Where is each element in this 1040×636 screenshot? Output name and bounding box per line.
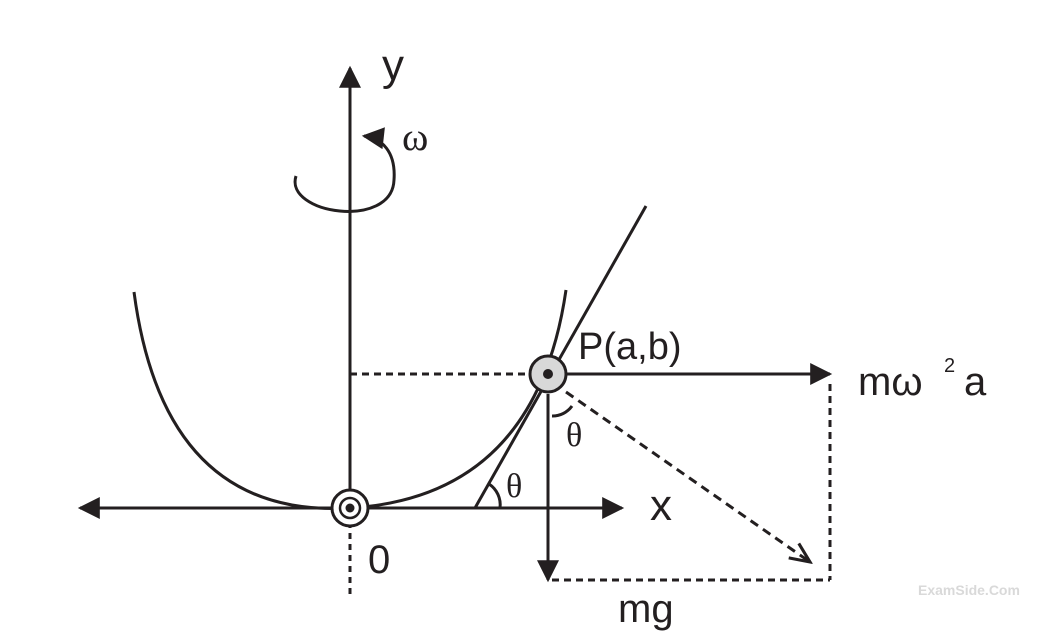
watermark: ExamSide.Com	[918, 582, 1020, 598]
origin-label: 0	[368, 538, 390, 582]
theta-ground-label: θ	[506, 468, 522, 505]
theta-arc-ground	[488, 482, 502, 509]
tangent-line	[473, 205, 648, 509]
origin-bead	[330, 488, 370, 528]
omega-label: ω	[402, 114, 428, 159]
centrifugal-force-m: mω	[858, 360, 923, 404]
rotation-arrow	[293, 127, 396, 213]
bead-p	[528, 354, 568, 394]
centrifugal-force-exponent: 2	[944, 355, 955, 377]
theta-point-label: θ	[566, 417, 582, 454]
x-axis-label: x	[650, 481, 672, 530]
resultant-dashed-arrow	[565, 390, 810, 562]
centrifugal-force-a: a	[964, 360, 987, 404]
y-axis-label: y	[382, 41, 404, 90]
weight-label: mg	[618, 587, 674, 631]
centrifugal-force-label: mω	[858, 360, 923, 404]
point-p-label: P(a,b)	[578, 326, 681, 368]
theta-arc-point	[551, 405, 574, 418]
